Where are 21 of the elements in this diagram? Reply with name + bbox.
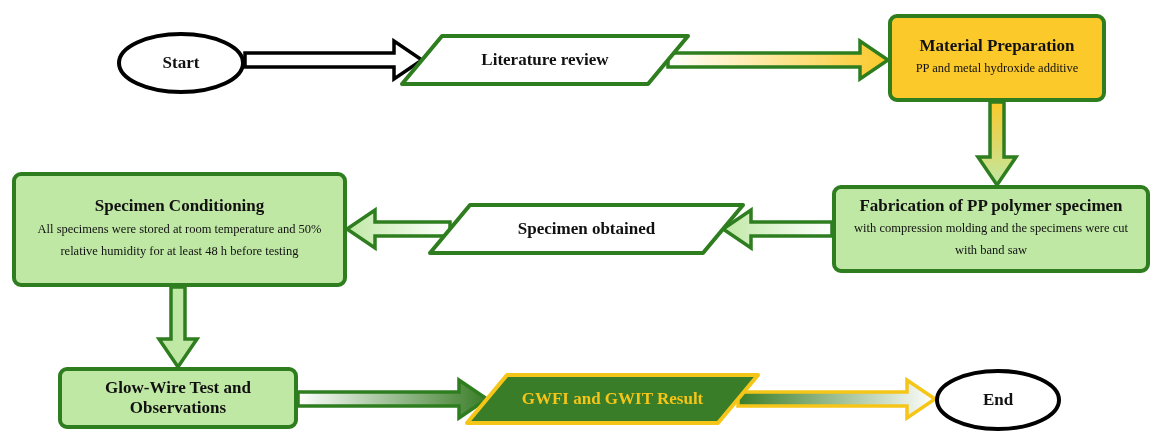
node-title: Literature review	[481, 49, 609, 71]
node-title: Glow-Wire Test and Observations	[104, 377, 252, 419]
node-title: Fabrication of PP polymer specimen	[859, 195, 1123, 217]
node-title: GWFI and GWIT Result	[521, 388, 704, 410]
node-title: Specimen obtained	[517, 218, 656, 240]
terminal-oval	[935, 369, 1061, 431]
node-title: End	[982, 389, 1014, 411]
data-parallelogram	[465, 373, 760, 425]
node-description: with compression molding and the specimens were cut with band saw	[853, 220, 1129, 260]
terminal-oval	[117, 32, 245, 94]
process-box	[888, 14, 1106, 102]
process-box	[12, 172, 347, 287]
node-title: Start	[162, 52, 200, 74]
process-box	[58, 367, 298, 429]
node-title: Specimen Conditioning	[94, 196, 265, 217]
node-description: PP and metal hydroxide additive	[915, 60, 1079, 78]
node-title: Material Preparation	[919, 35, 1075, 57]
data-parallelogram	[428, 203, 745, 255]
data-parallelogram	[400, 34, 690, 86]
node-description: All specimens were stored at room temperature and 50% relative humidity for at least 48 h before testing	[36, 220, 323, 260]
process-box	[832, 185, 1150, 273]
